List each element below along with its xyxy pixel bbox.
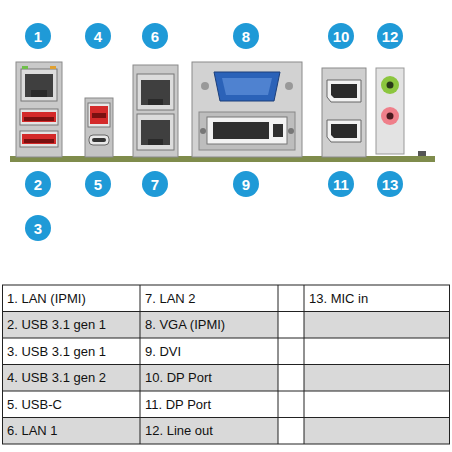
callout-text: 9 <box>242 176 250 193</box>
callout-text: 6 <box>151 28 159 45</box>
table-cell: 1. LAN (IPMI) <box>2 285 140 312</box>
table-grid <box>2 285 450 444</box>
callout-text: 12 <box>382 28 399 45</box>
callout-text: 1 <box>34 28 42 45</box>
usb-usbc-stack <box>85 98 113 157</box>
table-cell: 13. MIC in <box>304 285 450 312</box>
callout-number: 13 <box>377 171 403 197</box>
callout-number: 12 <box>377 23 403 49</box>
table-cell: 2. USB 3.1 gen 1 <box>2 312 140 339</box>
table-cell: 4. USB 3.1 gen 2 <box>2 365 140 392</box>
table-cell: 8. VGA (IPMI) <box>140 312 278 339</box>
callout-number: 5 <box>85 171 111 197</box>
table-cell: 3. USB 3.1 gen 1 <box>2 338 140 365</box>
callout-number: 8 <box>233 23 259 49</box>
callout-text: 2 <box>34 176 42 193</box>
component <box>418 151 426 156</box>
dual-lan-stack <box>133 65 178 157</box>
callout-number: 7 <box>142 171 168 197</box>
vga-dvi-stack <box>192 62 302 157</box>
callout-number: 4 <box>85 23 111 49</box>
callout-number: 1 <box>25 23 51 49</box>
table-cell: 10. DP Port <box>140 365 278 392</box>
table-cell: 6. LAN 1 <box>2 418 140 445</box>
callout-text: 11 <box>333 176 349 193</box>
callout-text: 5 <box>94 176 102 193</box>
callout-number: 3 <box>25 215 51 241</box>
callout-number: 11 <box>328 171 354 197</box>
callout-text: 13 <box>382 176 399 193</box>
table-cell: 9. DVI <box>140 338 278 365</box>
callout-number: 10 <box>328 23 354 49</box>
table-cell: 12. Line out <box>140 418 278 445</box>
callout-number: 6 <box>142 23 168 49</box>
callout-number: 2 <box>25 171 51 197</box>
lan-usb-stack <box>16 62 62 157</box>
callout-text: 7 <box>151 176 159 193</box>
audio-jacks <box>376 68 404 154</box>
dp-stack <box>322 68 366 157</box>
table-cell: 5. USB-C <box>2 391 140 418</box>
table-cell: 7. LAN 2 <box>140 285 278 312</box>
callout-number: 9 <box>233 171 259 197</box>
callout-text: 3 <box>34 220 42 237</box>
table-cell: 11. DP Port <box>140 391 278 418</box>
callout-text: 4 <box>94 28 102 45</box>
callout-text: 8 <box>242 28 250 45</box>
callout-text: 10 <box>333 28 350 45</box>
